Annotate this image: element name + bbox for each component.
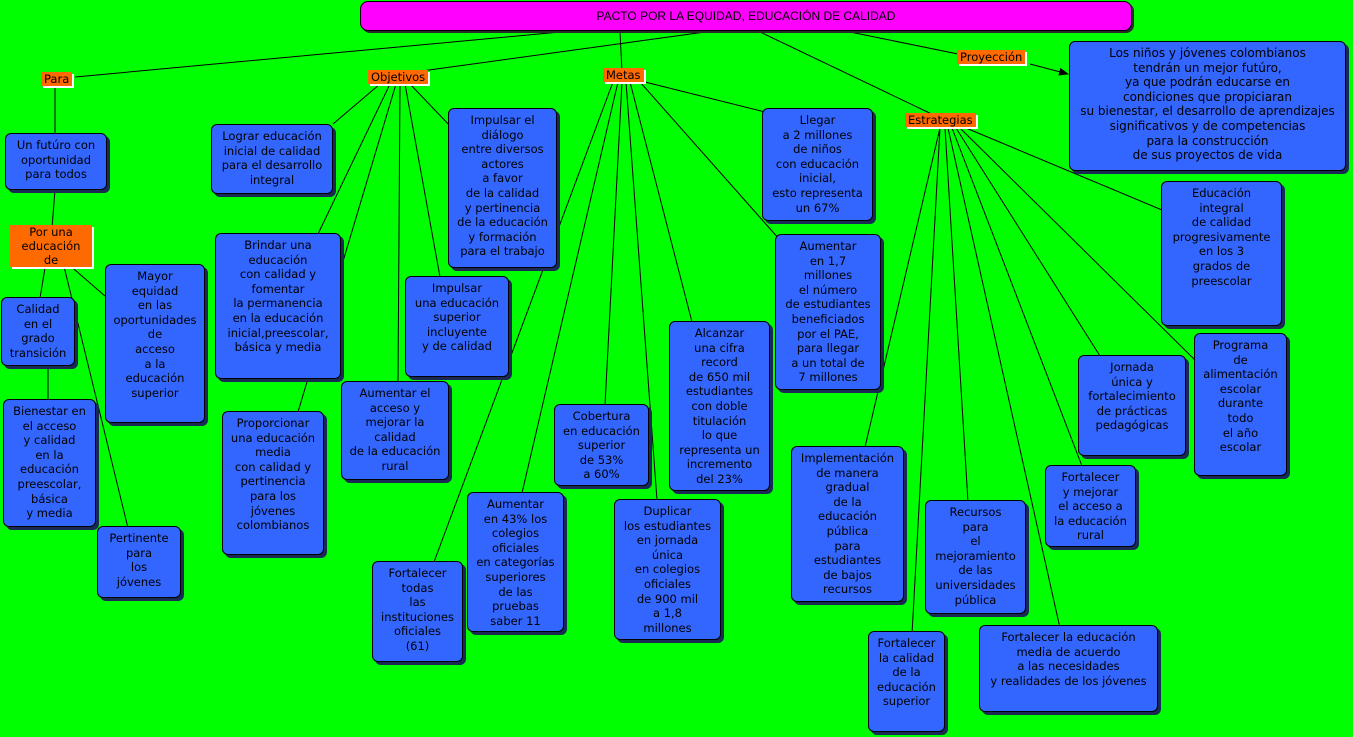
main-title: PACTO POR LA EQUIDAD, EDUCACIÓN DE CALID… xyxy=(360,1,1132,31)
label-metas: Metas xyxy=(603,68,644,82)
node-fortalecer-media: Fortalecer la educación media de acuerdo… xyxy=(979,625,1158,712)
node-mayor-equidad: Mayor equidad en las oportunidades de ac… xyxy=(105,264,205,423)
node-dialogo: Impulsar el diálogo entre diversos actor… xyxy=(448,108,557,268)
node-implementacion-gradual: Implementación de manera gradual de la e… xyxy=(791,446,904,602)
node-pertinente: Pertinente para los jóvenes xyxy=(97,526,181,598)
node-educacion-preescolar: Educación integral de calidad progresiva… xyxy=(1161,181,1282,326)
node-calidad-transicion: Calidad en el grado transición xyxy=(1,297,75,366)
node-fortalecer-instituciones: Fortalecer todas las instituciones ofici… xyxy=(372,561,463,662)
node-cobertura: Cobertura en educación superior de 53% a… xyxy=(554,404,649,486)
node-recursos-universidades: Recursos para el mejoramiento de las uni… xyxy=(925,500,1026,614)
node-aumentar-pae: Aumentar en 1,7 millones el número de es… xyxy=(775,234,881,390)
node-aumentar-colegios: Aumentar en 43% los colegios oficiales e… xyxy=(467,492,564,632)
node-jornada-unica: Jornada única y fortalecimiento de práct… xyxy=(1078,355,1186,456)
node-proyeccion: Los niños y jóvenes colombianos tendrán … xyxy=(1069,41,1346,171)
node-futuro-oportunidad: Un futúro con oportunidad para todos xyxy=(5,133,107,190)
node-fortalecer-rural: Fortalecer y mejorar el acceso a la educ… xyxy=(1045,465,1136,547)
node-doble-titulacion: Alcanzar una cifra record de 650 mil est… xyxy=(669,321,770,491)
node-fortalecer-superior: Fortalecer la calidad de la educación su… xyxy=(868,631,945,732)
label-proyeccion: Proyección xyxy=(957,50,1026,64)
node-proporcionar-media: Proporcionar una educación media con cal… xyxy=(222,411,324,555)
node-llegar-2-millones: Llegar a 2 millones de niños con educaci… xyxy=(762,108,873,221)
node-educacion-inicial: Lograr educación inicial de calidad para… xyxy=(211,124,333,194)
label-objetivos: Objetivos xyxy=(368,70,429,84)
label-para: Para xyxy=(41,72,73,86)
node-bienestar: Bienestar en el acceso y calidad en la e… xyxy=(3,399,96,527)
label-por-una-educacion: Por una educación de xyxy=(10,225,92,267)
node-educacion-rural: Aumentar el acceso y mejorar la calidad … xyxy=(341,381,449,480)
node-programa-alimentacion: Programa de alimentación escolar durante… xyxy=(1194,333,1287,476)
node-duplicar-jornada: Duplicar los estudiantes en jornada únic… xyxy=(614,499,721,640)
label-estrategias: Estrategias xyxy=(905,113,976,127)
node-brindar-educacion: Brindar una educación con calidad y fome… xyxy=(215,233,341,379)
node-educacion-superior: Impulsar una educación superior incluyen… xyxy=(405,276,509,377)
